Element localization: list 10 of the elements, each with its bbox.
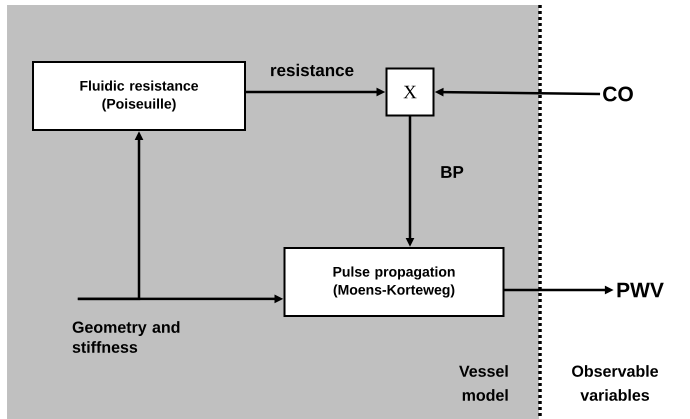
region-label: Vessel model (459, 365, 508, 401)
input-label: Geometry and stiffness (72, 321, 180, 353)
signal-label: PWV (618, 282, 664, 298)
process-box: Pulse propagation (Moens-Korteweg) (284, 247, 504, 317)
edge-label: resistance (271, 64, 354, 76)
signal-label: CO (603, 86, 633, 102)
process-box: Fluidic resistance (Poiseuille) (32, 61, 246, 131)
region-label: Observable variables (572, 365, 658, 401)
multiplier-box: X (386, 68, 434, 116)
edge-label: BP (441, 166, 464, 178)
